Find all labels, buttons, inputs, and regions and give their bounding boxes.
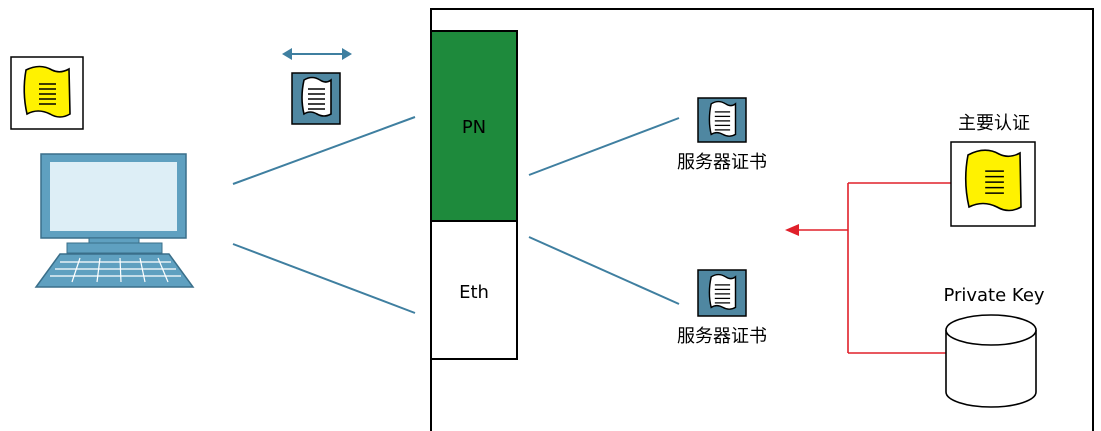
link-line-computer-pn [232,116,416,185]
red-arrow-connector [785,182,951,354]
blue-certificate-icon [697,97,747,143]
link-line-computer-eth [232,243,416,314]
blue-certificate-icon [291,72,341,125]
blue-certificate-icon [697,269,747,317]
computer-icon [34,153,195,288]
database-cylinder-icon [945,314,1037,408]
yellow-certificate-icon [10,56,84,130]
eth-label: Eth [459,282,489,303]
link-line-eth-cert [528,236,680,305]
eth-block [430,220,518,360]
primary-cert-label: 主要认证 [958,113,1030,134]
server-cert-label-top: 服务器证书 [677,152,767,173]
pn-label: PN [462,117,486,138]
link-line-pn-cert [528,117,680,176]
yellow-certificate-icon [950,141,1036,227]
double-arrow-icon [282,48,352,60]
server-cert-label-bottom: 服务器证书 [677,326,767,347]
private-key-label: Private Key [943,285,1044,306]
